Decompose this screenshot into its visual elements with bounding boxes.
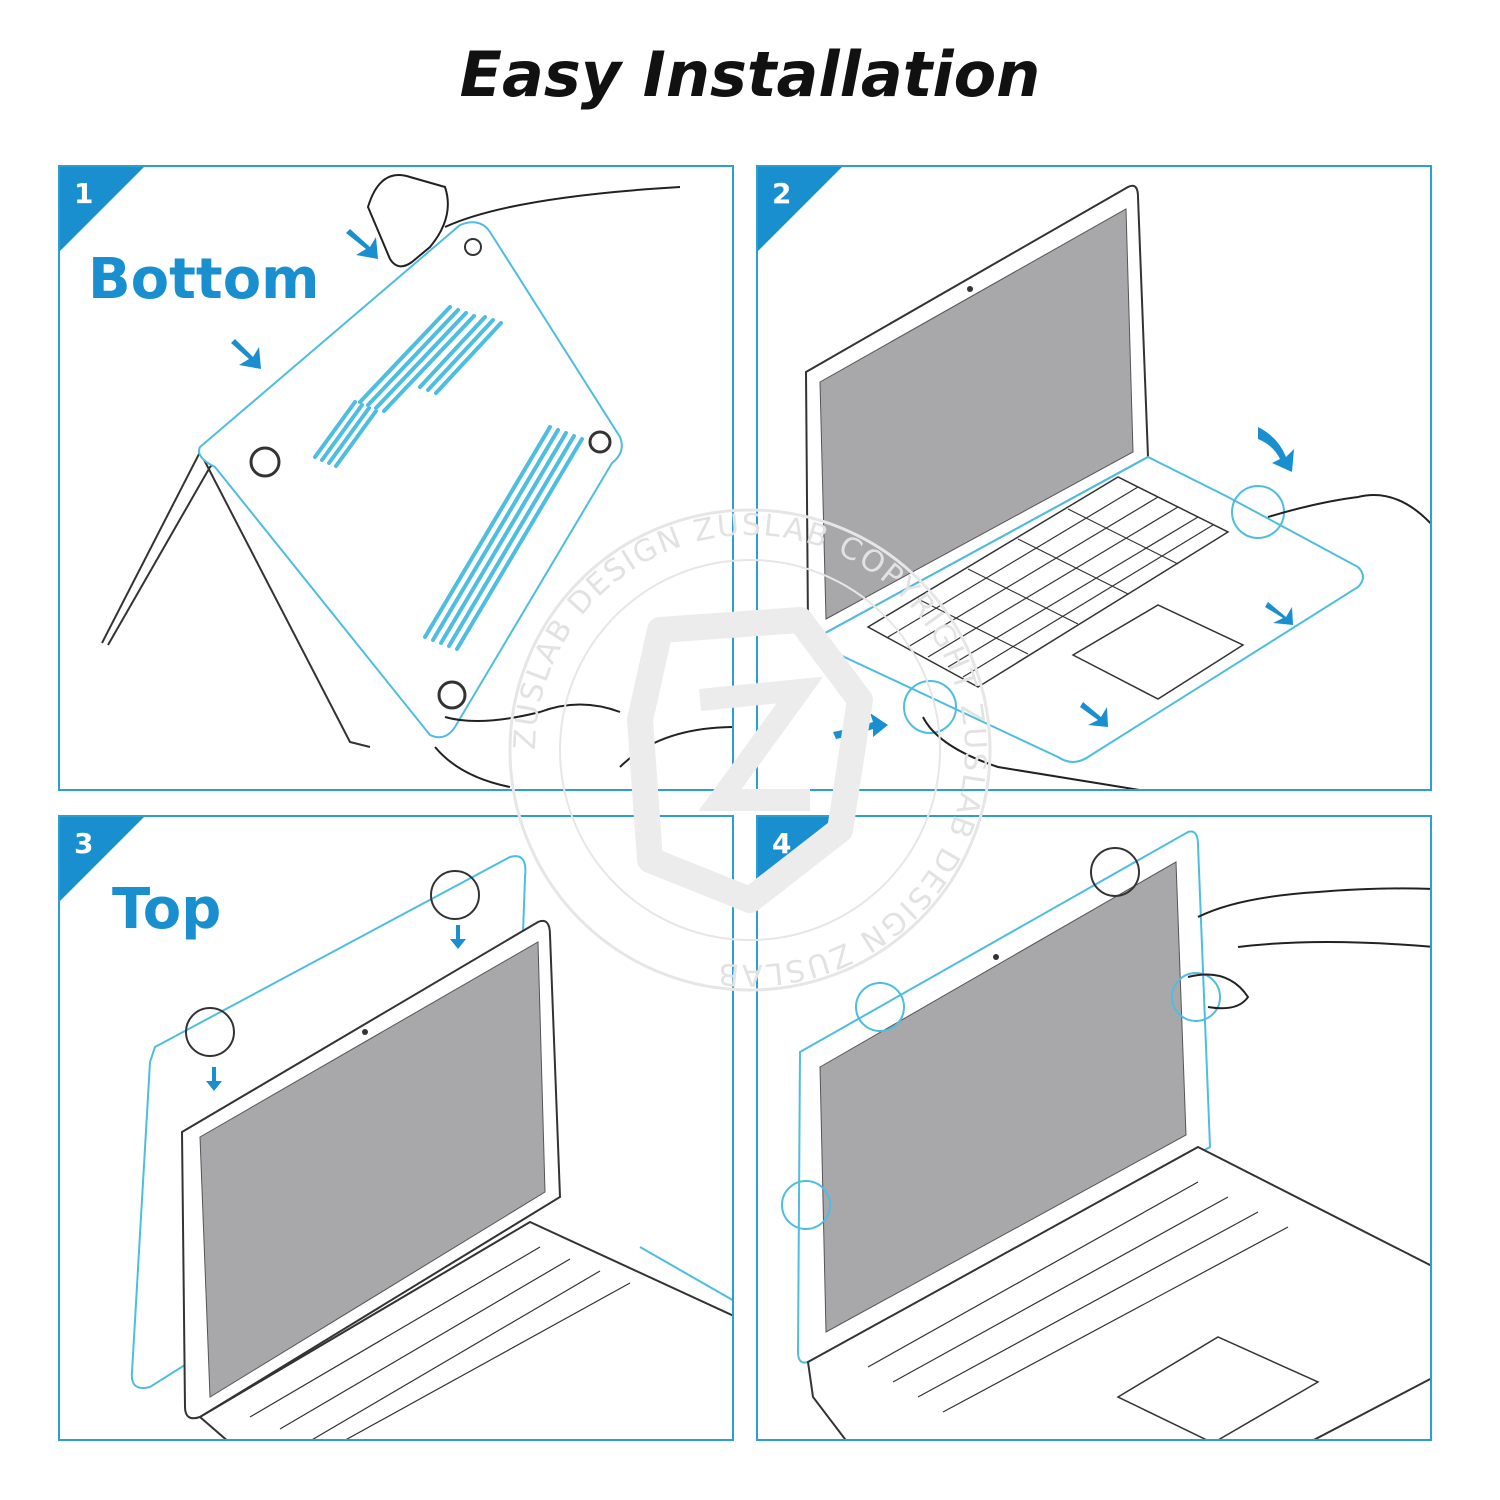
step-number: 2 [772,177,792,210]
step-label: Bottom [88,247,320,312]
step-corner-badge [60,167,144,251]
step-number: 4 [772,827,792,860]
step-number: 1 [74,177,94,210]
step-label: Top [112,877,222,942]
step-number: 3 [74,827,94,860]
step-corner-badge [758,167,842,251]
page-title: Easy Installation [459,38,1041,111]
step-3-panel: 3 Top [58,815,734,1441]
step-corner-badge [758,817,842,901]
step-1-panel: 1 Bottom [58,165,734,791]
step-4-panel: 4 [756,815,1432,1441]
bottom-case-snap-illustration [804,184,1430,789]
top-case-snap-illustration [781,830,1430,1439]
step-corner-badge [60,817,144,901]
step-2-panel: 2 [756,165,1432,791]
